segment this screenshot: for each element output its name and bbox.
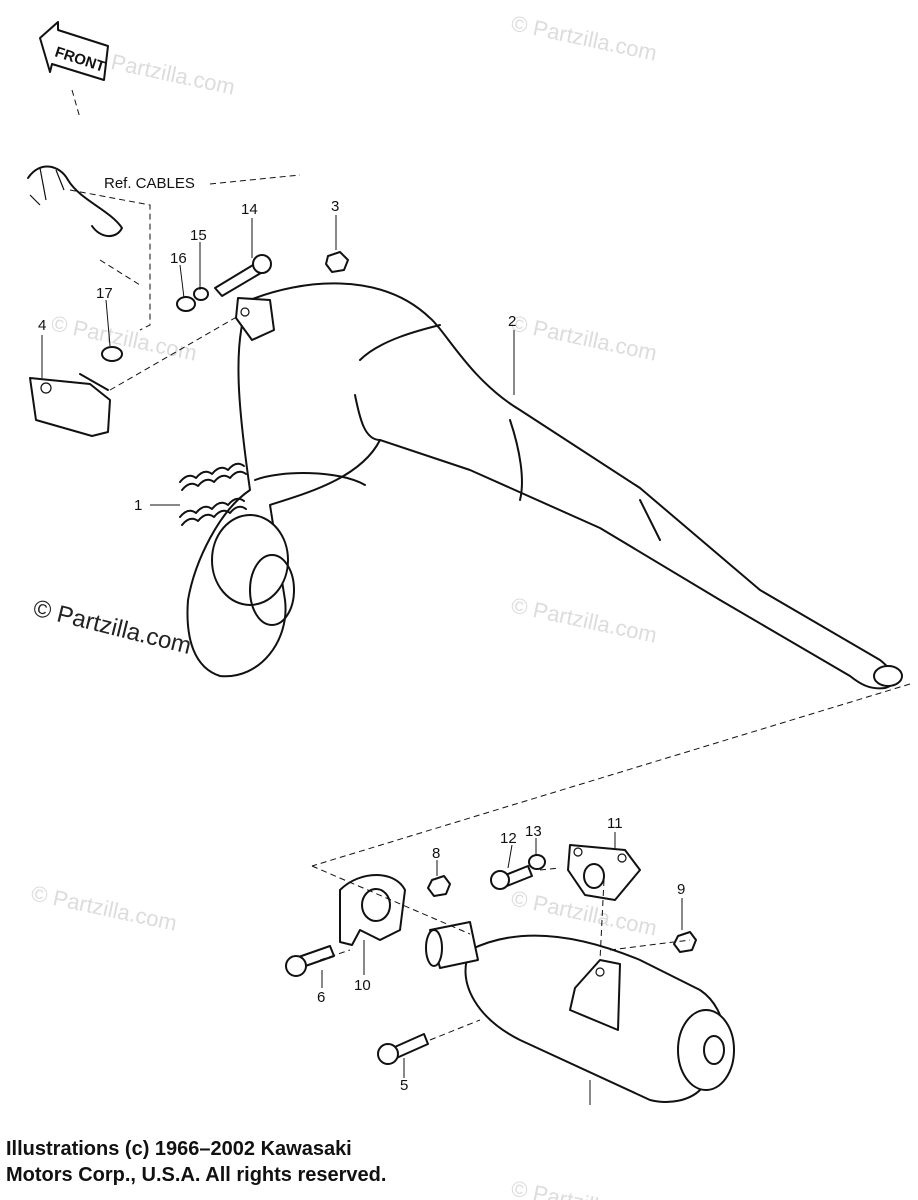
rubber-mount-icon (567, 844, 641, 901)
nut-icon (325, 251, 697, 953)
watermark-faint: © Partzilla.com (509, 10, 659, 65)
callout-label: 17 (96, 285, 113, 302)
silencer (425, 921, 735, 1103)
watermark-faint: © Partzilla.com (509, 310, 659, 365)
callout-label: 4 (38, 317, 46, 334)
clamp-icon (339, 874, 406, 946)
callout-label: 11 (607, 815, 623, 832)
callout-label: 16 (170, 250, 187, 267)
callout-label: 10 (354, 977, 371, 994)
callout-label: 14 (241, 201, 258, 218)
front-arrow-icon: FRONT (39, 21, 109, 119)
mounting-bracket-icon (29, 314, 241, 437)
callout-label: 3 (331, 198, 339, 215)
callout-label: 9 (677, 881, 685, 898)
callout-label: 13 (525, 823, 542, 840)
callout-label: 15 (190, 227, 207, 244)
callout-label: 8 (432, 845, 440, 862)
ref-cables-note: Ref. CABLES (104, 175, 195, 192)
callout-label: 6 (317, 989, 325, 1006)
callout-label: 5 (400, 1077, 408, 1094)
spring-icon (179, 462, 247, 526)
callout-label: 1 (134, 497, 142, 514)
watermark-strong: © Partzilla.com (31, 595, 194, 660)
callout-label: 2 (508, 313, 516, 330)
watermark-faint: © Partzilla.com (29, 880, 179, 935)
expansion-chamber (186, 282, 903, 690)
copyright-line-2: Motors Corp., U.S.A. All rights reserved… (6, 1164, 387, 1186)
washer-icon (101, 287, 546, 870)
watermark-faint: © Partzilla.com (509, 1175, 659, 1200)
watermark-faint: © Partzilla.com (87, 44, 237, 99)
watermark-faint: © Partzilla.com (509, 592, 659, 647)
copyright-notice: Illustrations (c) 1966–2002 Kawasaki Mot… (6, 1136, 386, 1188)
watermark-faint: © Partzilla.com (49, 310, 199, 365)
cable-reference-icon (27, 165, 151, 331)
bolt-icon (214, 254, 533, 1065)
callout-label: 12 (500, 830, 517, 847)
copyright-line-1: Illustrations (c) 1966–2002 Kawasaki (6, 1138, 352, 1160)
